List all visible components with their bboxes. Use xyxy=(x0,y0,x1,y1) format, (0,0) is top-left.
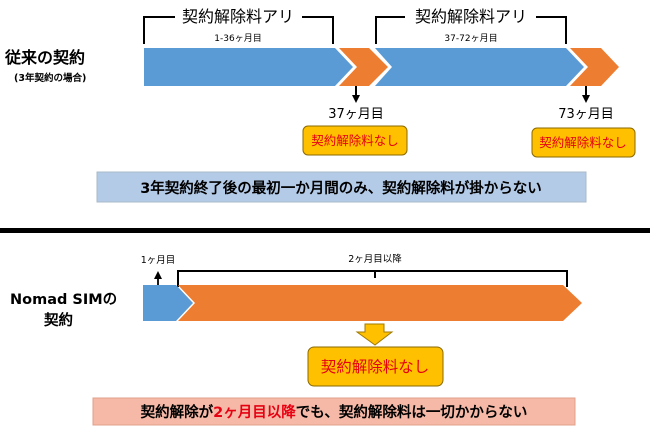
penalty-bracket-2 xyxy=(375,16,567,44)
penalty-label-2: 契約解除料アリ xyxy=(415,7,527,26)
after-second-bracket xyxy=(177,270,568,287)
blue-period-arrow-1 xyxy=(144,48,353,86)
blue-period-arrow-2 xyxy=(375,48,584,86)
penalty-bracket-1 xyxy=(143,16,334,44)
ongoing-period-arrow xyxy=(178,285,582,321)
bottom-summary-part1: 契約解除が xyxy=(140,403,214,421)
top-summary-text: 3年契約終了後の最初一か月間のみ、契約解除料が掛からない xyxy=(140,179,542,197)
no-fee-label-bottom: 契約解除料なし xyxy=(321,358,430,376)
no-fee-label-1: 契約解除料なし xyxy=(311,133,399,148)
bottom-summary-highlight: 2ヶ月目以降 xyxy=(213,403,296,421)
penalty-label-1: 契約解除料アリ xyxy=(182,7,294,26)
span-label-2: 37-72ヶ月目 xyxy=(444,33,497,44)
bottom-summary-part2: でも、契約解除料は一切かからない xyxy=(296,403,528,421)
block-down-arrow xyxy=(355,323,394,346)
orange-month-arrow-1 xyxy=(339,48,388,86)
no-fee-box-bottom xyxy=(307,346,444,387)
no-fee-box-1 xyxy=(302,125,408,156)
bottom-row-title-1: Nomad SIMの xyxy=(10,292,117,308)
top-summary-banner xyxy=(96,171,587,203)
section-divider xyxy=(0,228,650,233)
no-fee-label-2: 契約解除料なし xyxy=(539,135,627,150)
top-row-subtitle: (3年契約の場合) xyxy=(14,72,86,84)
bottom-row-title-2: 契約 xyxy=(43,311,73,329)
span-label-1: 1-36ヶ月目 xyxy=(214,33,261,44)
first-month-label: 1ヶ月目 xyxy=(141,255,176,266)
no-fee-box-2 xyxy=(531,127,636,158)
first-month-arrow xyxy=(143,285,193,321)
orange-month-arrow-2 xyxy=(570,48,619,86)
month-marker-37: 37ヶ月目 xyxy=(328,107,384,122)
bottom-summary-banner xyxy=(92,397,576,426)
top-row-title: 従来の契約 xyxy=(4,48,85,67)
bottom-summary-text: 契約解除が2ヶ月目以降でも、契約解除料は一切かからない xyxy=(140,403,528,421)
month-marker-73: 73ヶ月目 xyxy=(558,107,614,122)
after-second-month-label: 2ヶ月目以降 xyxy=(348,253,402,265)
